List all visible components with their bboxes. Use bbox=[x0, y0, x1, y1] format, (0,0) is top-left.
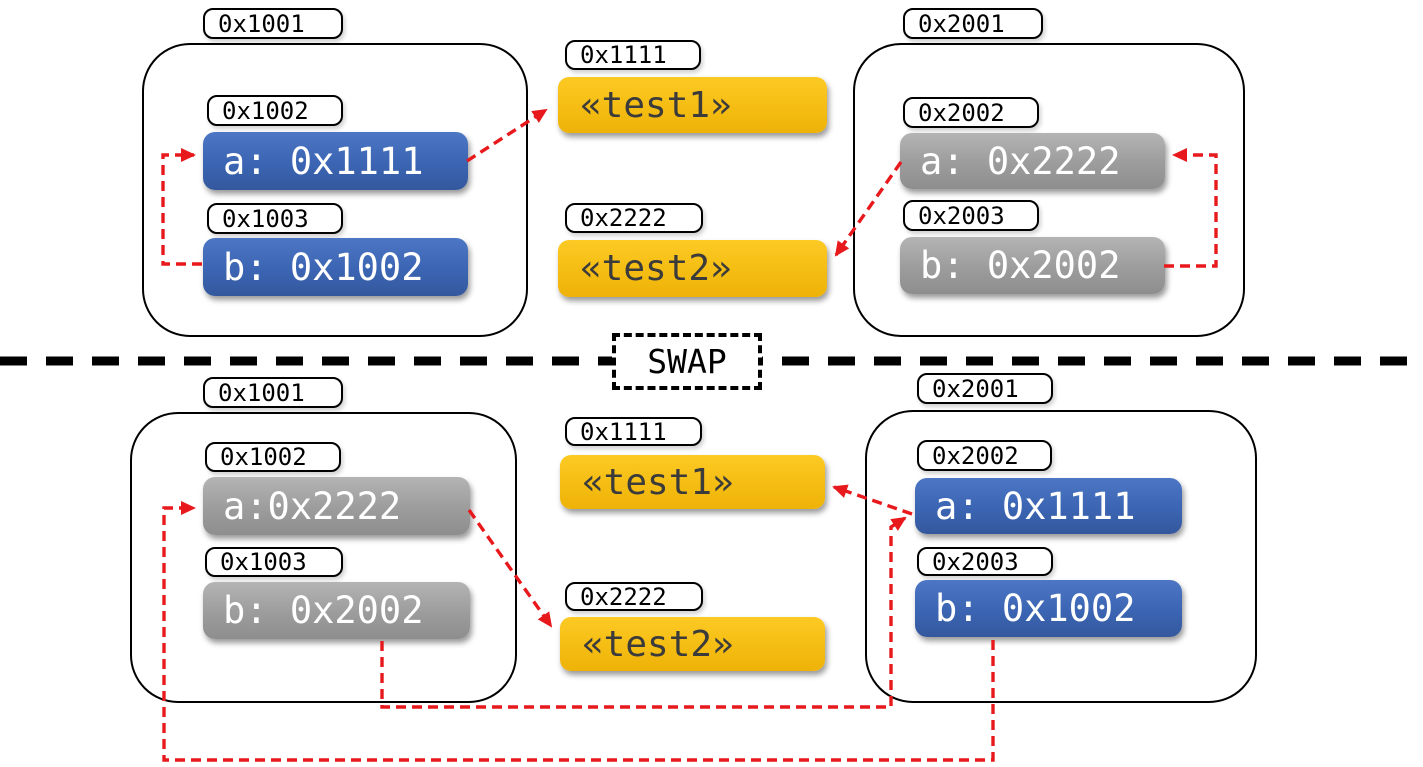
frame-address-label: 0x1001 bbox=[203, 377, 343, 408]
variable-box: b: 0x2002 bbox=[900, 237, 1165, 294]
variable-box: a: 0x1111 bbox=[203, 132, 468, 190]
variable-address-label: 0x1002 bbox=[205, 442, 341, 472]
string-address-label: 0x1111 bbox=[565, 417, 702, 446]
variable-address-label: 0x2003 bbox=[917, 547, 1053, 576]
string-address-label: 0x1111 bbox=[565, 40, 701, 70]
variable-box: b: 0x1002 bbox=[203, 238, 468, 296]
variable-address-label: 0x1003 bbox=[207, 203, 343, 234]
string-box: «test2» bbox=[560, 617, 825, 671]
variable-address-label: 0x2003 bbox=[903, 200, 1039, 231]
variable-address-label: 0x1002 bbox=[207, 95, 343, 126]
variable-address-label: 0x2002 bbox=[903, 97, 1039, 128]
variable-address-label: 0x1003 bbox=[205, 547, 343, 577]
frame-address-label: 0x2001 bbox=[917, 373, 1053, 404]
variable-box: a: 0x1111 bbox=[915, 478, 1182, 534]
string-box: «test1» bbox=[560, 455, 825, 509]
stack-frame bbox=[142, 43, 528, 337]
variable-box: a: 0x2222 bbox=[900, 133, 1165, 189]
variable-box: b: 0x1002 bbox=[915, 580, 1182, 637]
frame-address-label: 0x2001 bbox=[903, 8, 1043, 39]
string-box: «test1» bbox=[558, 77, 827, 133]
string-address-label: 0x2222 bbox=[565, 582, 703, 611]
variable-box: b: 0x2002 bbox=[203, 582, 470, 639]
swap-label-box: SWAP bbox=[612, 333, 762, 390]
string-address-label: 0x2222 bbox=[565, 203, 703, 233]
variable-box: a:0x2222 bbox=[203, 477, 470, 535]
frame-address-label: 0x1001 bbox=[203, 8, 343, 39]
variable-address-label: 0x2002 bbox=[917, 440, 1052, 471]
string-box: «test2» bbox=[558, 240, 827, 297]
